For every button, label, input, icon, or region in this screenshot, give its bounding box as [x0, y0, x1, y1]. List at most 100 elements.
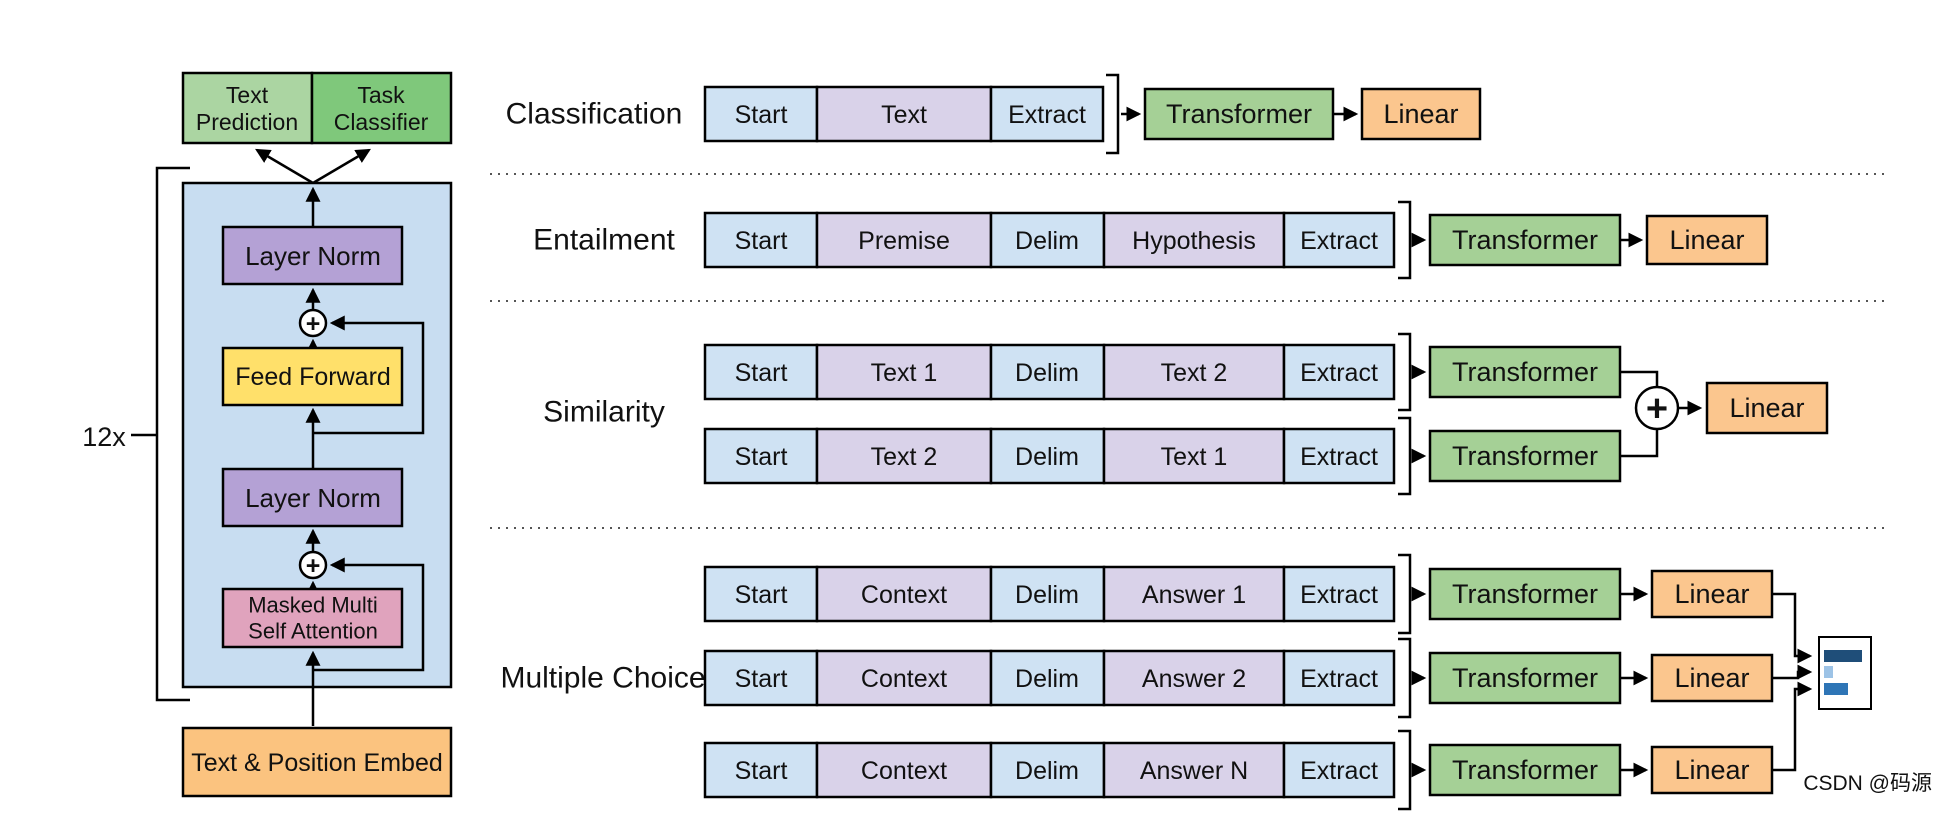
sequence-bracket [1398, 200, 1412, 280]
mc-row1-transformer-box [1428, 567, 1622, 621]
transformer-label: Transformer [1166, 99, 1312, 129]
segment-label: Extract [1300, 443, 1378, 471]
entailment-delim-segment [989, 211, 1106, 269]
layer-norm-bottom-label: Layer Norm [245, 483, 381, 513]
mc-output-line-2 [1772, 664, 1813, 680]
sequence-bracket [1398, 553, 1412, 635]
transformer-block-diagram: 12x Text Prediction Task Classifier Laye… [82, 71, 453, 798]
arrow-to-task-classifier [312, 148, 371, 185]
segment-label: Start [735, 581, 788, 609]
sequence-bracket [1398, 332, 1412, 412]
segment-label: Delim [1015, 443, 1079, 471]
mc-row1-context [815, 565, 993, 623]
arrow-to-text-prediction [255, 148, 314, 185]
linear-label: Linear [1383, 99, 1458, 129]
similarity-row1-delim [989, 343, 1106, 401]
entailment-hypothesis-segment [1102, 211, 1286, 269]
text-prediction-label-line2: Prediction [196, 109, 298, 135]
segment-label: Context [861, 665, 947, 693]
segment-label: Answer 1 [1142, 581, 1246, 609]
mc-row1-start [703, 565, 819, 623]
similarity-section: Similarity Start Text 1 Delim Text 2 Ext… [543, 332, 1829, 496]
similarity-row1-text2 [1102, 343, 1286, 401]
multiple-choice-label: Multiple Choice [500, 662, 705, 695]
watermark: CSDN @码源 [1803, 772, 1932, 795]
residual-add-icon [298, 308, 328, 338]
segment-label: Text 1 [871, 359, 938, 387]
linear-label: Linear [1674, 579, 1749, 609]
layer-norm-top-box [221, 225, 404, 286]
layer-norm-top-label: Layer Norm [245, 241, 381, 271]
segment-label: Text [881, 101, 927, 129]
merge-line-top [1620, 370, 1659, 387]
segment-label: Context [861, 581, 947, 609]
similarity-label: Similarity [543, 396, 665, 429]
classification-row: Classification Start Text Extract Transf… [506, 73, 1482, 155]
segment-label: Extract [1008, 101, 1086, 129]
segment-label: Start [735, 227, 788, 255]
plus-icon: + [1646, 388, 1668, 430]
residual-add-icon [298, 550, 328, 580]
mc-row3-extract [1282, 741, 1396, 799]
task-classifier-box [310, 71, 453, 145]
transformer-label: Transformer [1452, 441, 1598, 471]
feed-forward-box [221, 346, 404, 407]
score-bar-1 [1824, 650, 1862, 662]
similarity-row1-extract [1282, 343, 1396, 401]
similarity-row1-text1 [815, 343, 993, 401]
segment-label: Text 1 [1161, 443, 1228, 471]
score-bar-3 [1824, 683, 1848, 695]
masked-attention-box [221, 587, 404, 649]
segment-label: Context [861, 757, 947, 785]
mc-row3-start [703, 741, 819, 799]
similarity-linear-box [1705, 381, 1829, 435]
segment-label: Answer 2 [1142, 665, 1246, 693]
mc-output-line-3 [1772, 681, 1813, 772]
plus-icon: + [306, 310, 321, 338]
residual-connection-bottom [313, 557, 425, 672]
linear-label: Linear [1674, 663, 1749, 693]
segment-label: Extract [1300, 581, 1378, 609]
mc-row3-transformer-box [1428, 743, 1622, 797]
task-classifier-label-line2: Classifier [334, 109, 429, 135]
masked-attention-label-line2: Self Attention [248, 619, 378, 644]
mc-row1-extract [1282, 565, 1396, 623]
sequence-bracket [1106, 73, 1120, 155]
segment-label: Extract [1300, 359, 1378, 387]
mc-row3-context [815, 741, 993, 799]
mc-row2-start [703, 649, 819, 707]
transformer-label: Transformer [1452, 357, 1598, 387]
classification-text-segment [815, 85, 993, 143]
segment-label: Extract [1300, 757, 1378, 785]
mc-row2-context [815, 649, 993, 707]
segment-label: Start [735, 359, 788, 387]
mc-output-line-1 [1772, 592, 1813, 664]
plus-icon: + [306, 552, 321, 580]
segment-label: Start [735, 665, 788, 693]
similarity-row2-extract [1282, 427, 1396, 485]
segment-label: Delim [1015, 359, 1079, 387]
multiple-choice-section: Multiple Choice Start Context Delim Answ… [500, 553, 1872, 811]
linear-label: Linear [1669, 225, 1744, 255]
mc-row2-linear-box [1650, 653, 1774, 703]
similarity-row2-text1 [1102, 427, 1286, 485]
embedding-box [181, 726, 453, 798]
embedding-label: Text & Position Embed [191, 749, 443, 777]
segment-label: Delim [1015, 757, 1079, 785]
repeat-count-label: 12x [82, 422, 126, 452]
text-prediction-label-line1: Text [226, 82, 269, 108]
entailment-label: Entailment [533, 224, 675, 257]
segment-label: Delim [1015, 227, 1079, 255]
residual-connection-top [313, 315, 425, 435]
similarity-transformer2-box [1428, 429, 1622, 483]
segment-label: Delim [1015, 581, 1079, 609]
entailment-transformer-box [1428, 213, 1622, 267]
segment-label: Text 2 [871, 443, 938, 471]
similarity-transformer1-box [1428, 345, 1622, 399]
segment-label: Hypothesis [1132, 227, 1256, 255]
layer-norm-bottom-box [221, 467, 404, 528]
segment-label: Start [735, 101, 788, 129]
merge-line-bottom [1620, 429, 1659, 458]
transformer-label: Transformer [1452, 663, 1598, 693]
